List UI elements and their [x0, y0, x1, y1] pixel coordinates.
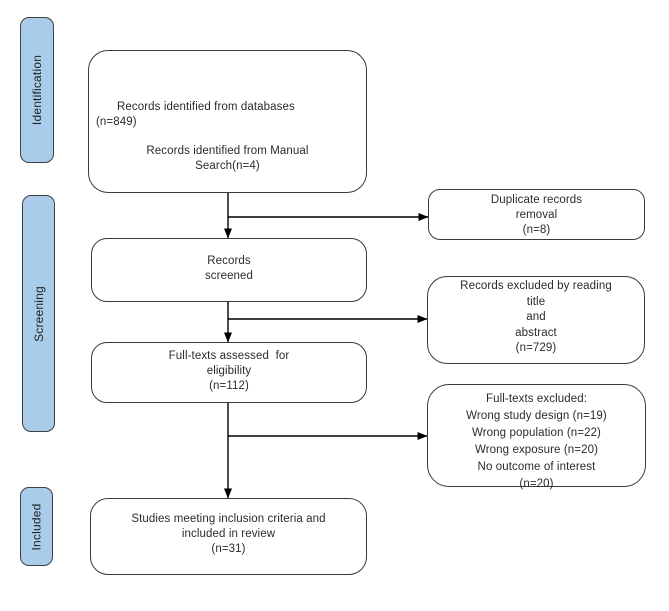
stage-label-included-text: Included [29, 503, 44, 550]
records-screened-line2: screened [204, 270, 254, 282]
duplicates-removed-count: (n=8) [522, 224, 551, 236]
records-excluded-count: (n=729) [515, 342, 557, 354]
fulltexts-excluded-reason1: Wrong study design (n=19) [466, 410, 607, 422]
box-records-identified: Records identified from databases (n=849… [88, 50, 367, 193]
box-duplicates-removed: Duplicate records removal (n=8) [428, 189, 645, 240]
box-included-studies: Studies meeting inclusion criteria and i… [90, 498, 367, 575]
stage-label-included: Included [20, 487, 53, 566]
duplicates-removed-line2: removal [515, 209, 558, 221]
fulltexts-excluded-header: Full-texts excluded: [485, 393, 588, 405]
included-studies-line2: included in review [181, 528, 276, 540]
included-studies-line1: Studies meeting inclusion criteria and [131, 513, 326, 525]
fulltexts-assessed-count: (n=112) [209, 380, 249, 392]
included-studies-count: (n=31) [211, 543, 246, 555]
duplicates-removed-line1: Duplicate records [490, 194, 583, 206]
box-records-screened: Records screened [91, 238, 367, 302]
fulltexts-excluded-reason2: Wrong population (n=22) [472, 427, 601, 439]
records-excluded-line4: abstract [515, 326, 557, 339]
manual-search-count: Search(n=4) [195, 160, 260, 172]
stage-label-identification-text: Identification [30, 54, 44, 126]
records-identified-count: (n=849) [96, 116, 137, 128]
records-excluded-line2: title [526, 295, 546, 308]
stage-label-identification: Identification [20, 17, 54, 163]
fulltexts-assessed-line1: Full-texts assessed for [168, 350, 290, 362]
records-identified-line1: Records identified from databases [117, 101, 295, 113]
fulltexts-excluded-reason3: Wrong exposure (n=20) [474, 444, 599, 456]
box-fulltexts-assessed: Full-texts assessed for eligibility (n=1… [91, 342, 367, 403]
box-fulltexts-excluded: Full-texts excluded: Wrong study design … [427, 384, 646, 490]
fulltexts-excluded-reason4: No outcome of interest [477, 461, 596, 473]
fulltexts-excluded-reason4-count: (n=20) [519, 478, 554, 490]
stage-label-screening: Screening [22, 195, 55, 432]
records-excluded-line1: Records excluded by reading [460, 280, 612, 292]
manual-search-line1: Records identified from Manual [146, 145, 309, 157]
records-excluded-line3: and [526, 311, 546, 323]
box-records-excluded: Records excluded by reading title and ab… [427, 276, 645, 364]
records-screened-line1: Records [207, 255, 251, 267]
stage-label-screening-text: Screening [31, 285, 46, 342]
fulltexts-assessed-line2: eligibility [206, 365, 252, 377]
